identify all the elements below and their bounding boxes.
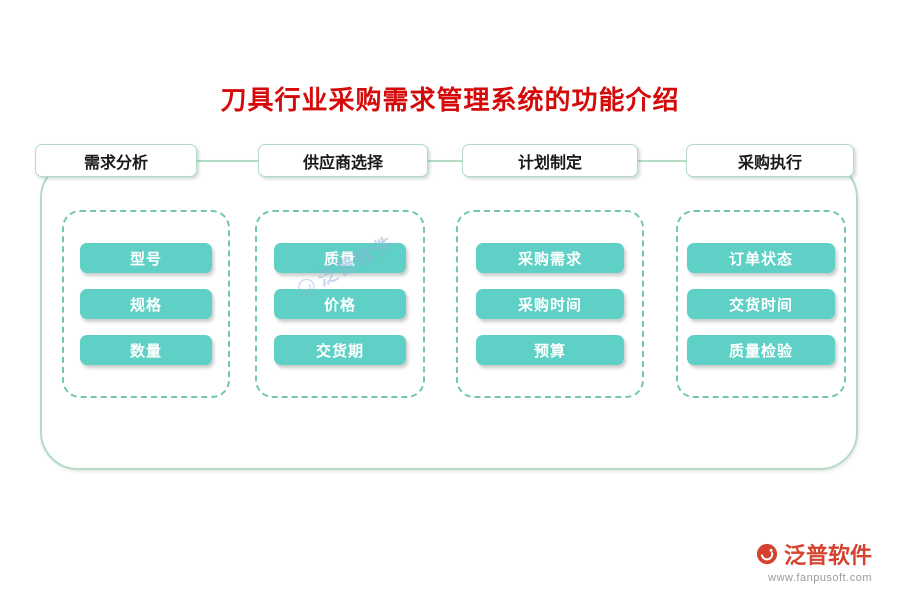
feature-item: 数量 <box>80 335 212 365</box>
page-title: 刀具行业采购需求管理系统的功能介绍 <box>220 86 680 115</box>
feature-item: 预算 <box>476 335 624 365</box>
tab-label: 需求分析 <box>83 154 148 172</box>
feature-item: 质量检验 <box>687 335 835 365</box>
tab-demand-analysis: 需求分析 <box>35 144 197 177</box>
tab-label: 供应商选择 <box>302 154 383 172</box>
brand-footer: 泛普软件 www.fanpusoft.com <box>756 538 872 584</box>
group-supplier-selection: 质量 价格 交货期 <box>255 210 425 398</box>
tab-purchase-execution: 采购执行 <box>686 144 854 177</box>
feature-item: 型号 <box>80 243 212 273</box>
feature-item: 规格 <box>80 289 212 319</box>
feature-item: 采购需求 <box>476 243 624 273</box>
feature-item: 订单状态 <box>687 243 835 273</box>
feature-item: 交货期 <box>274 335 406 365</box>
brand-logo-icon <box>756 543 778 565</box>
brand-url: www.fanpusoft.com <box>768 572 872 584</box>
tab-plan-making: 计划制定 <box>462 144 638 177</box>
brand-name: 泛普软件 <box>783 543 872 568</box>
feature-item: 价格 <box>274 289 406 319</box>
feature-item: 质量 <box>274 243 406 273</box>
tab-label: 计划制定 <box>517 154 582 172</box>
group-plan-making: 采购需求 采购时间 预算 <box>456 210 644 398</box>
feature-item: 采购时间 <box>476 289 624 319</box>
group-purchase-execution: 订单状态 交货时间 质量检验 <box>676 210 846 398</box>
group-demand-analysis: 型号 规格 数量 <box>62 210 230 398</box>
tab-supplier-selection: 供应商选择 <box>258 144 428 177</box>
feature-item: 交货时间 <box>687 289 835 319</box>
tab-label: 采购执行 <box>737 154 802 172</box>
